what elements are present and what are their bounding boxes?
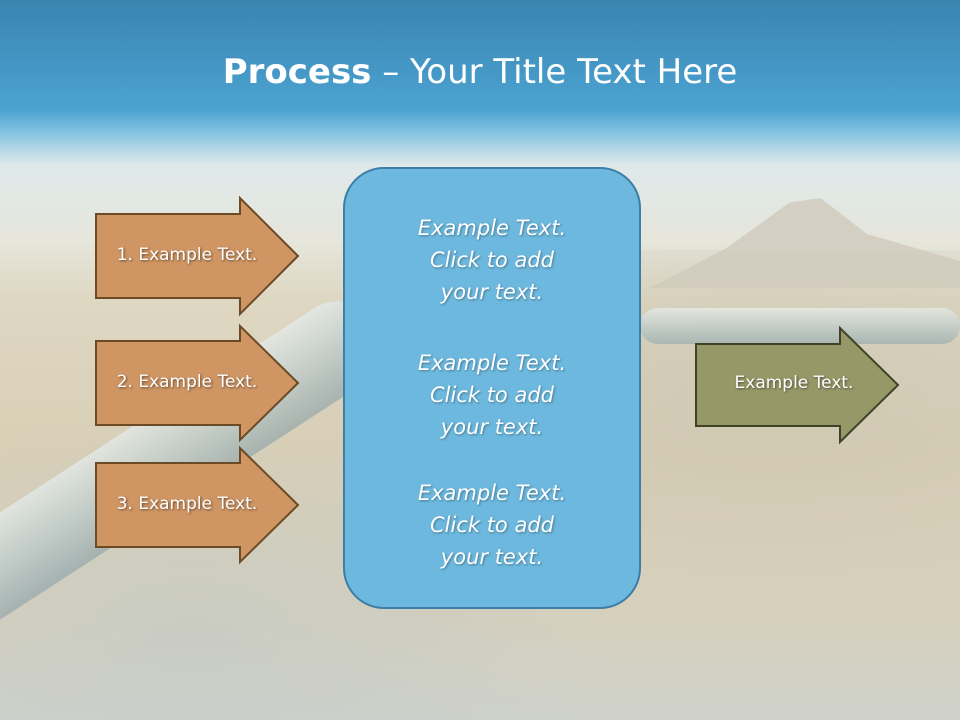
arrow-label-1: 1. Example Text. — [116, 245, 258, 265]
arrow-label-2: 2. Example Text. — [116, 372, 258, 392]
text-line: your text. — [440, 280, 544, 304]
text-line: Example Text. — [417, 216, 567, 240]
text-line: Click to add — [429, 248, 554, 272]
right-arrow-shape[interactable] — [695, 325, 900, 445]
text-line: your text. — [440, 415, 544, 439]
slide-title[interactable]: Process – Your Title Text Here — [0, 52, 960, 92]
text-line: your text. — [440, 545, 544, 569]
title-rest: – Your Title Text Here — [371, 52, 738, 92]
text-line: Example Text. — [417, 481, 567, 505]
center-text-block-2[interactable]: Example Text. Click to add your text. — [344, 347, 640, 443]
arrow-shape-3[interactable] — [95, 445, 300, 565]
center-text-block-3[interactable]: Example Text. Click to add your text. — [344, 477, 640, 573]
title-bold: Process — [222, 52, 372, 92]
center-text-block-1[interactable]: Example Text. Click to add your text. — [344, 212, 640, 308]
arrow-shape-2[interactable] — [95, 323, 300, 443]
text-line: Click to add — [429, 513, 554, 537]
text-line: Click to add — [429, 383, 554, 407]
background-pipeline-right — [640, 308, 960, 344]
text-line: Example Text. — [417, 351, 567, 375]
center-box-shape[interactable] — [343, 167, 641, 609]
arrow-label-3: 3. Example Text. — [116, 494, 258, 514]
right-arrow-label: Example Text. — [734, 373, 854, 393]
arrow-shape-1[interactable] — [95, 195, 300, 317]
